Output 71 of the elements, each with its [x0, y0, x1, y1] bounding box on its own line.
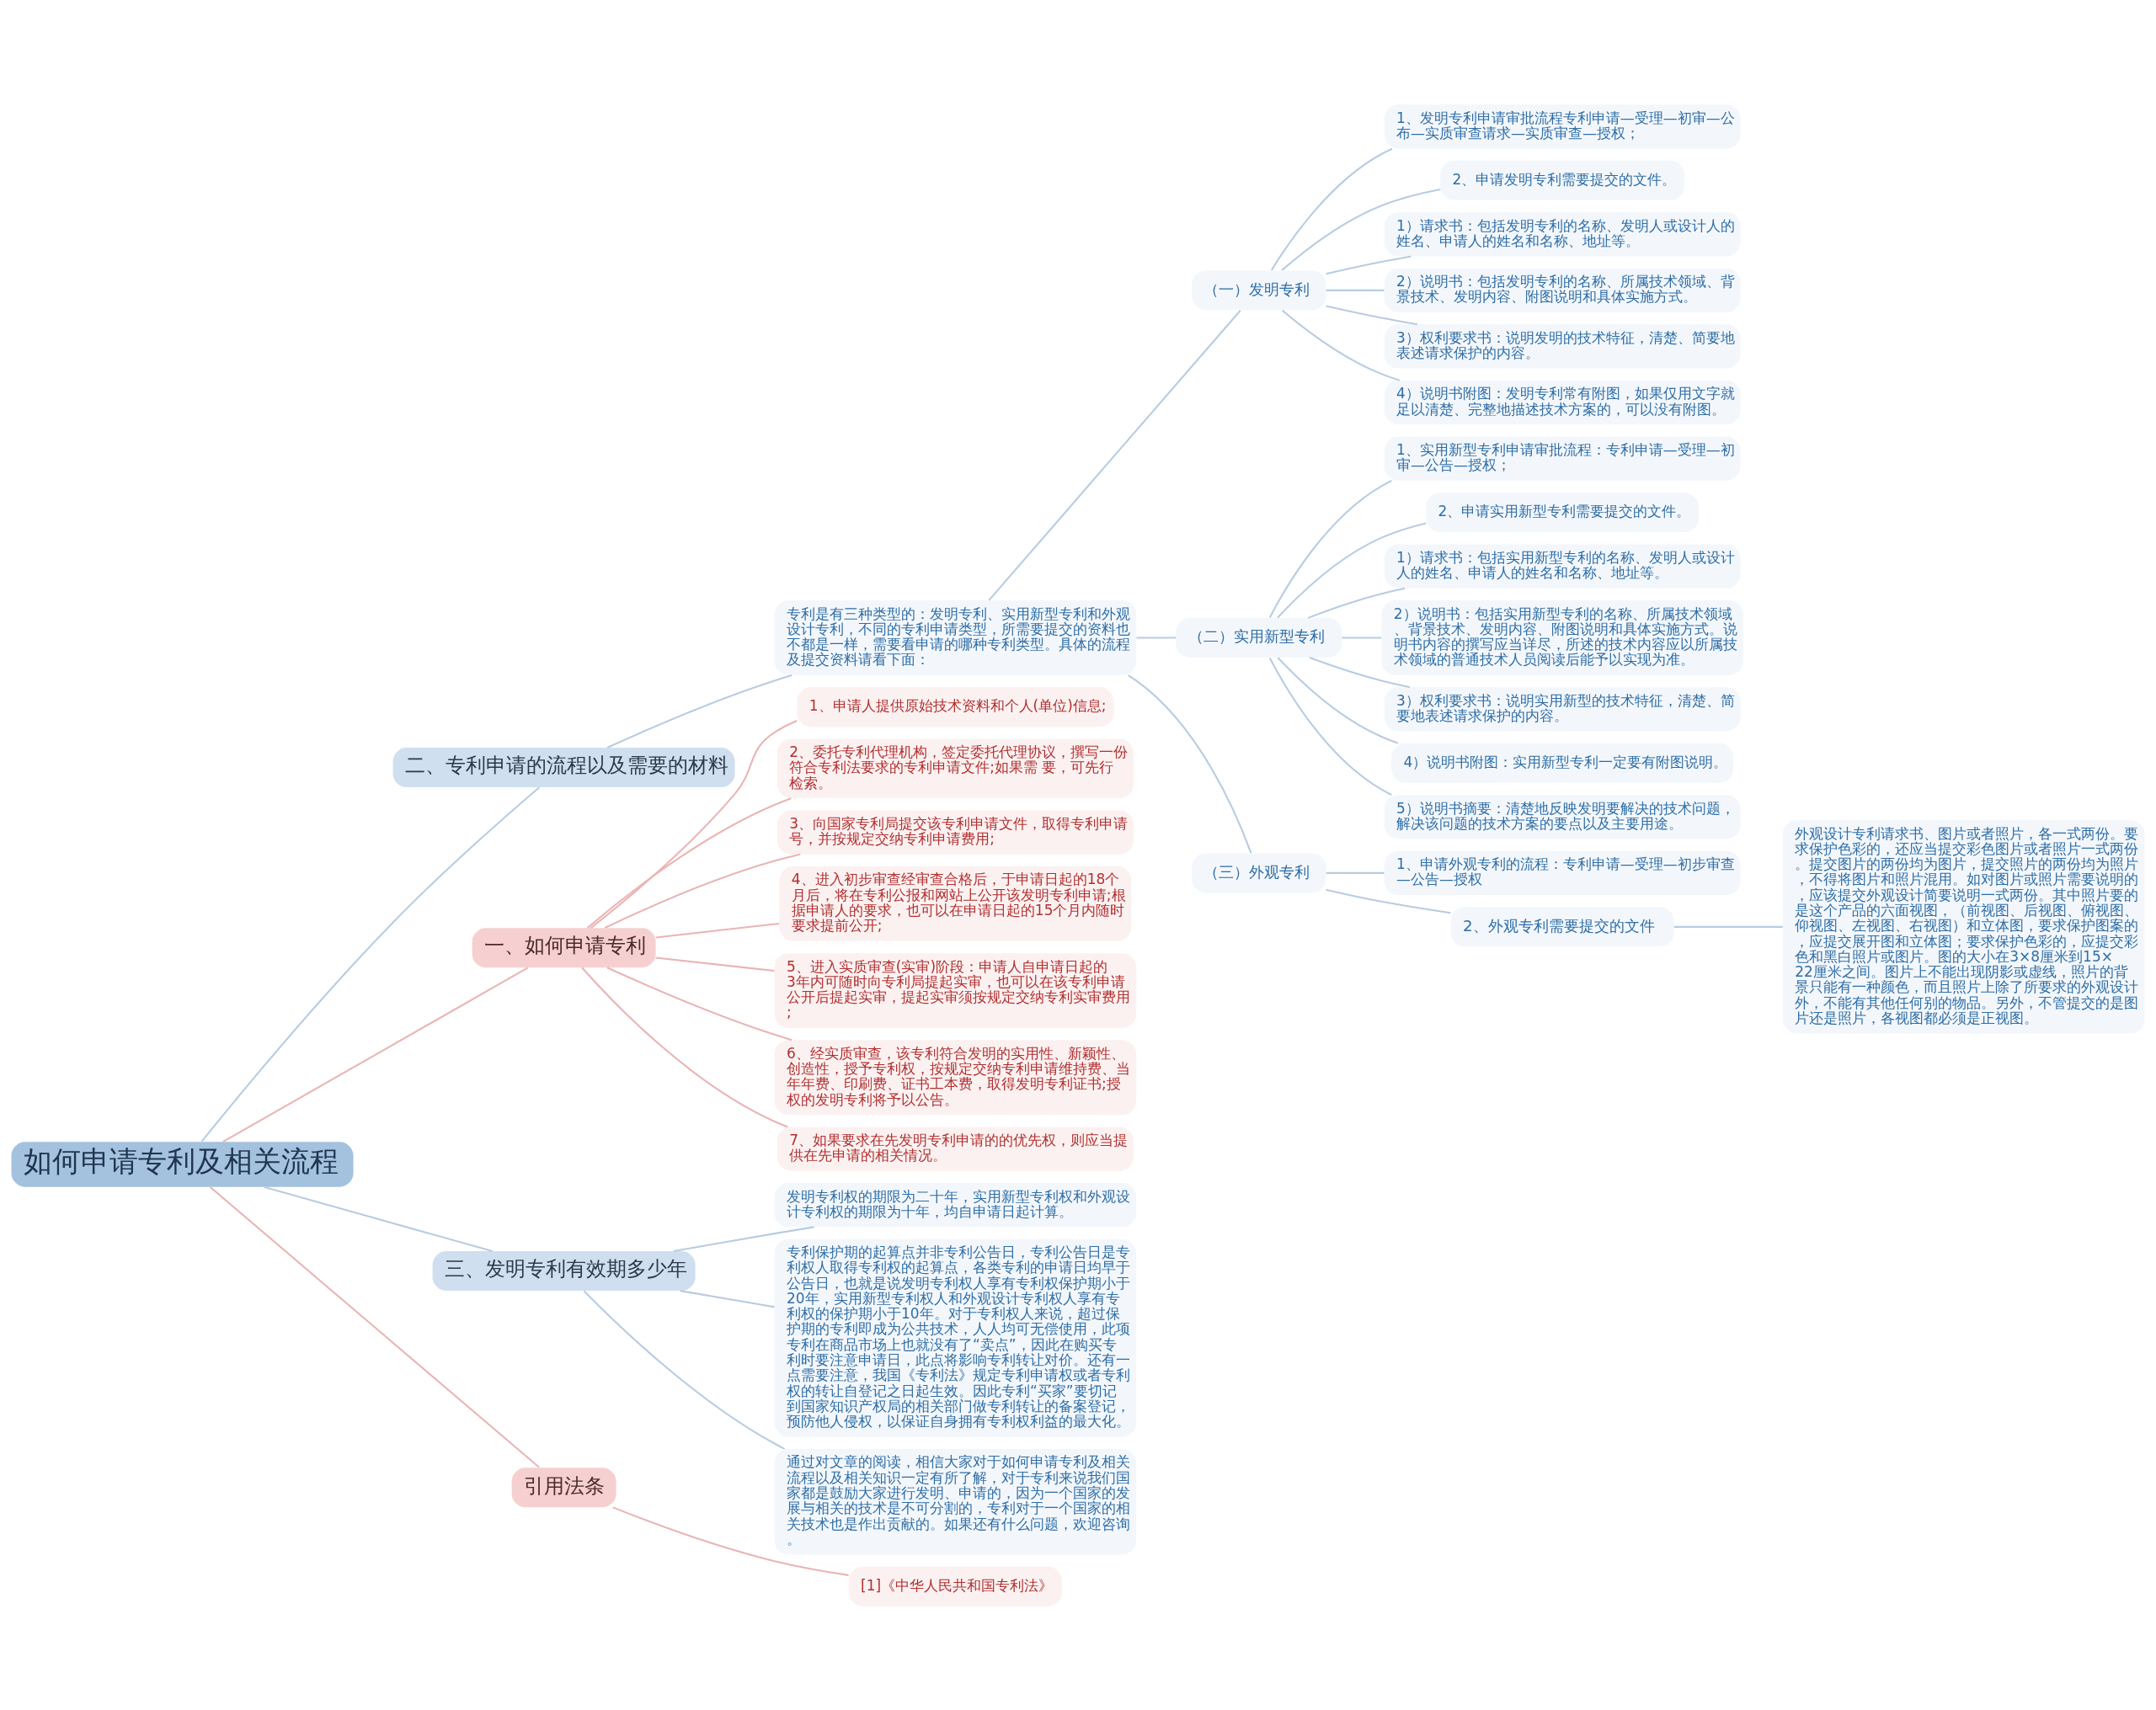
node-box: 1、申请外观专利的流程：专利申请—受理—初步审查—公告—授权	[1384, 850, 1741, 895]
node-box: [1]《中华人民共和国专利法》	[848, 1566, 1063, 1606]
connector	[586, 796, 792, 929]
connector	[1307, 587, 1406, 619]
node-box: 3）权利要求书：说明实用新型的技术特征，清楚、简要地表述请求保护的内容。	[1384, 686, 1741, 731]
connector	[1326, 305, 1418, 325]
node-box: 1、实用新型专利申请审批流程：专利申请—受理—初审—公告—授权；	[1384, 436, 1741, 481]
connector	[655, 956, 775, 972]
connector	[606, 674, 792, 748]
connector	[673, 1225, 814, 1252]
node-box: 4）说明书附图：发明专利常有附图，如果仅用文字就足以清楚、完整地描述技术方案的，可以没有附图。	[1384, 380, 1741, 424]
connector	[606, 966, 792, 1041]
node-box: 4）说明书附图：实用新型专利一定要有附图说明。	[1391, 743, 1734, 783]
node-box: 二、专利申请的流程以及需要的材料	[392, 747, 735, 787]
node-box: 2、委托专利代理机构，签定委托代理协议，撰写一份符合专利法要求的专利申请文件;如果需 要，可先行检索。	[776, 738, 1134, 798]
connector	[1673, 925, 1783, 928]
connector	[222, 967, 529, 1143]
connector	[581, 967, 788, 1127]
connector	[1281, 188, 1441, 271]
connector	[1270, 147, 1393, 270]
connector	[1342, 636, 1382, 639]
node-box: 7、如果要求在先发明专利申请的的优先权，则应当提供在先申请的相关情况。	[776, 1127, 1134, 1171]
node-box: 1、申请人提供原始技术资料和个人(单位)信息;	[797, 686, 1114, 727]
node-box: （一）发明专利	[1192, 269, 1326, 310]
node-box: 专利保护期的起算点并非专利公告日，专利公告日是专利权人取得专利权的起算点，各类专利的申请日均早于公告日，也就是说发明专利权人享有专利权保护期小于20年，实用新型专利权人和外观设计专利权人享有专利权的保护期小于10年。对于专利权人来说，超过保护期的专利即成为公共技术，人人均可无偿使用，此项专利在商品市场上也就没有了“卖点”，因此在购买专利时要注意申请日，此点将影响专利转让对价。还有一点需要注意，我国《专利法》规定专利申请权或者专利权的转让自登记之日起生效。因此专利“买家”要切记到国家知识产权局的相关部门做专利转让的备案登记，预防他人侵权，以保证自身拥有专利权利益的最大化。	[774, 1239, 1137, 1437]
connector	[1268, 479, 1392, 618]
connector	[1136, 636, 1177, 639]
node-box: 1）请求书：包括实用新型专利的名称、发明人或设计人的姓名、申请人的姓名和名称、地址等。	[1384, 544, 1741, 589]
connector	[1326, 871, 1385, 874]
connector	[1326, 254, 1412, 274]
connector	[612, 1505, 849, 1576]
connector	[1326, 888, 1451, 914]
node-box: 3）权利要求书：说明发明的技术特征，清楚、简要地表述请求保护的内容。	[1384, 323, 1741, 369]
node-box: 4、进入初步审查经审查合格后，于申请日起的18个月后，将在专利公报和网站上公开该发明专利申请;根据申请人的要求，也可以在申请日起的15个月内随时要求提前公开;	[779, 866, 1132, 941]
node-box: 3、向国家专利局提交该专利申请文件，取得专利申请号，并按规定交纳专利申请费用;	[776, 809, 1134, 855]
connector	[1309, 656, 1411, 688]
node-box: 三、发明专利有效期多少年	[432, 1250, 696, 1291]
connector	[1268, 657, 1392, 796]
connector	[209, 1185, 540, 1468]
node-box: 发明专利权的期限为二十年，实用新型专利权和外观设计专利权的期限为十年，均自申请日起计算。	[774, 1182, 1137, 1227]
node-box: 专利是有三种类型的：发明专利、实用新型专利和外观设计专利，不同的专利申请类型，所需要提交的资料也不都是一样，需要看申请的哪种专利类型。具体的流程及提交资料请看下面：	[774, 599, 1137, 675]
node-box: （二）实用新型专利	[1176, 617, 1342, 658]
connector	[1128, 674, 1252, 854]
node-box: （三）外观专利	[1192, 852, 1326, 892]
node-box: 如何申请专利及相关流程	[11, 1141, 354, 1187]
connector	[583, 1289, 786, 1450]
connector	[590, 719, 798, 929]
connector	[655, 922, 780, 939]
connector	[1282, 309, 1401, 381]
node-box: 通过对文章的阅读，相信大家对于如何申请专利及相关流程以及相关知识一定有所了解，对于专利来说我们国家都是鼓励大家进行发明、申请的，因为一个国家的发展与相关的技术是不可分割的，专利对于一个国家的相关技术也是作出贡献的。如果还有什么问题，欢迎咨询。	[774, 1448, 1137, 1554]
connector	[680, 1289, 775, 1308]
node-box: 引用法条	[511, 1467, 616, 1507]
connector	[1277, 521, 1427, 618]
node-box: 2、申请发明专利需要提交的文件。	[1440, 160, 1685, 200]
node-box: 2）说明书：包括实用新型专利的名称、所属技术领域、背景技术、发明内容、附图说明和具体实施方式。说明书内容的撰写应当详尽，所述的技术内容应以所属技术领域的普通技术人员阅读后能予以实现为准。	[1381, 599, 1743, 675]
node-box: 2、外观专利需要提交的文件	[1450, 906, 1674, 946]
connector	[604, 853, 801, 929]
node-box: 2）说明书：包括发明专利的名称、所属技术领域、背景技术、发明内容、附图说明和具体实施方式。	[1384, 268, 1741, 312]
node-box: 一、如何申请专利	[472, 927, 656, 967]
node-box: 5、进入实质审查(实审)阶段：申请人自申请日起的3年内可随时向专利局提起实审，也可以在该专利申请公开后提起实审，提起实审须按规定交纳专利实审费用;	[774, 952, 1137, 1028]
node-box: 外观设计专利请求书、图片或者照片，各一式两份。要求保护色彩的，还应当提交彩色图片或者照片一式两份。提交图片的两份均为图片，提交照片的两份均为照片，不得将图片和照片混用。如对图片或照片需要说明的，应该提交外观设计简要说明一式两份。其中照片要的是这个产品的六面视图，（前视图、后视图、俯视图、仰视图、左视图、右视图）和立体图，要求保护图案的，应提交展开图和立体图；要求保护色彩的，应提交彩色和黑白照片或图片。图的大小在3×8厘米到15×22厘米之间。图片上不能出现阴影或虚线，照片的背景只能有一种颜色，而且照片上除了所要求的外观设计外，不能有其他任何别的物品。另外，不管提交的是图片还是照片，各视图都必须是正视图。	[1782, 819, 2145, 1033]
connector	[264, 1185, 493, 1252]
node-box: 6、经实质审查，该专利符合发明的实用性、新颖性、创造性，授予专利权，按规定交纳专利申请维持费、当年年费、印刷费、证书工本费，取得发明专利证书;授权的发明专利将予以公告。	[774, 1039, 1137, 1115]
node-box: 2、申请实用新型专利需要提交的文件。	[1426, 492, 1700, 532]
node-box: 1、发明专利申请审批流程专利申请—受理—初审—公布—实质审查请求—实质审查—授权；	[1384, 104, 1741, 148]
connector	[200, 786, 540, 1142]
connector	[1277, 657, 1399, 744]
node-box: 1）请求书：包括发明专利的名称、发明人或设计人的姓名、申请人的姓名和名称、地址等。	[1384, 211, 1741, 256]
connector	[988, 309, 1241, 601]
node-box: 5）说明书摘要：清楚地反映发明要解决的技术问题，解决该问题的技术方案的要点以及主要用途。	[1384, 794, 1741, 839]
connector	[1326, 289, 1385, 291]
